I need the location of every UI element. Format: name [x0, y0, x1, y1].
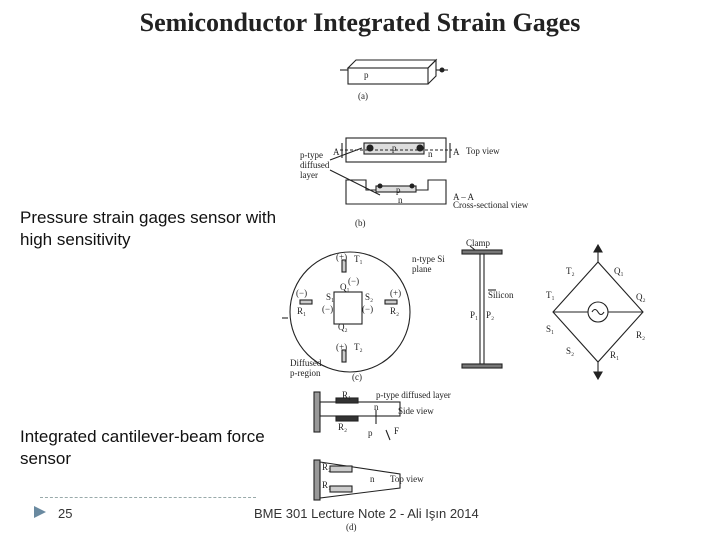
fig-d-R2b: R₂ [322, 462, 331, 472]
fig-c-S2: S₂ [365, 292, 373, 302]
fig-c-T2: T₂ [354, 342, 363, 352]
fig-b-p2: p [396, 185, 401, 195]
fig-c-S1: S₁ [326, 292, 334, 302]
fig-c-plus2: (+) [390, 288, 401, 298]
fig-d-p: p [368, 428, 373, 438]
fig-b-n: n [428, 149, 433, 159]
pressure-sensor-caption: Pressure strain gages sensor with high s… [20, 208, 277, 249]
fig-b-A-right: A [453, 147, 460, 157]
fig-c-T1: T₁ [354, 254, 363, 264]
fig-bridge-R2: R₂ [636, 330, 645, 340]
fig-d-R1: R₁ [342, 390, 351, 400]
fig-c-P2: P₂ [486, 310, 494, 320]
fig-d-top-view: Top view [390, 474, 424, 484]
page-number: 25 [58, 506, 73, 521]
fig-c-plus3: (+) [336, 342, 347, 352]
fig-c-minus2: (−) [296, 288, 307, 298]
fig-bridge-T1: T₁ [546, 290, 555, 300]
fig-bridge-S2: S₂ [566, 346, 574, 356]
figure-c-clamp-beam [461, 245, 503, 369]
fig-c-P1: P₁ [470, 310, 478, 320]
fig-c-clamp: Clamp [466, 238, 490, 248]
fig-c-minus4: (−) [362, 304, 373, 314]
fig-d-side-view: Side view [398, 406, 434, 416]
fig-b-n2: n [398, 195, 403, 205]
fig-b-ptype-3: layer [300, 170, 318, 180]
fig-bridge-Q1: Q₁ [614, 266, 624, 276]
fig-d-R2: R₂ [338, 422, 347, 432]
fig-c-label: (c) [352, 372, 362, 382]
fig-d-n: n [374, 402, 379, 412]
fig-c-diffused-2: p-region [290, 368, 321, 378]
fig-c-R1: R₁ [297, 306, 306, 316]
figure-a-bar [340, 58, 448, 85]
fig-bridge-Q2: Q₂ [636, 292, 646, 302]
fig-a-p: p [364, 70, 369, 80]
figure-d-side-view [313, 391, 401, 441]
fig-b-p: p [392, 143, 397, 153]
fig-bridge-T2: T₂ [566, 266, 575, 276]
fig-b-top-view: Top view [466, 146, 500, 156]
fig-c-ntype-1: n-type Si [412, 254, 445, 264]
fig-d-label: (d) [346, 522, 357, 532]
fig-c-ntype-2: plane [412, 264, 432, 274]
fig-bridge-R1: R₁ [610, 350, 619, 360]
figure-d-top-view [313, 459, 401, 501]
fig-b-cross-view: Cross-sectional view [453, 200, 529, 210]
figure-b-top-view [329, 137, 452, 196]
fig-b-AA: A – A [453, 192, 475, 202]
fig-c-minus1: (−) [348, 276, 359, 286]
fig-b-A-left: A [333, 147, 340, 157]
fig-c-R2: R₂ [390, 306, 399, 316]
fig-c-plus1: (+) [336, 252, 347, 262]
fig-bridge-S1: S₁ [546, 324, 554, 334]
slide-title: Semiconductor Integrated Strain Gages [139, 8, 581, 37]
fig-d-nb: n [370, 474, 375, 484]
bullet-arrow-icon [34, 506, 46, 518]
fig-d-F: F [394, 426, 399, 436]
footer-text: BME 301 Lecture Note 2 - Ali Işın 2014 [254, 506, 479, 521]
figure-b-cross-section [345, 179, 447, 205]
fig-c-minus3: (−) [322, 304, 333, 314]
fig-d-ptype: p-type diffused layer [376, 390, 451, 400]
fig-d-R1b: R₁ [322, 480, 331, 490]
cantilever-sensor-caption: Integrated cantilever-beam force sensor [20, 427, 265, 468]
footer-divider [40, 497, 256, 498]
fig-c-Q1: Q₁ [340, 282, 350, 292]
fig-c-Q2: Q₂ [338, 322, 348, 332]
fig-a-label: (a) [358, 91, 368, 101]
fig-b-ptype-2: diffused [300, 160, 330, 170]
fig-c-silicon: Silicon [488, 290, 514, 300]
figure-bridge-circuit [552, 243, 644, 381]
figure-c-diaphragm [282, 251, 411, 373]
fig-c-diffused-1: Diffused [290, 358, 322, 368]
fig-b-label: (b) [355, 218, 366, 228]
fig-b-ptype-1: p-type [300, 150, 323, 160]
